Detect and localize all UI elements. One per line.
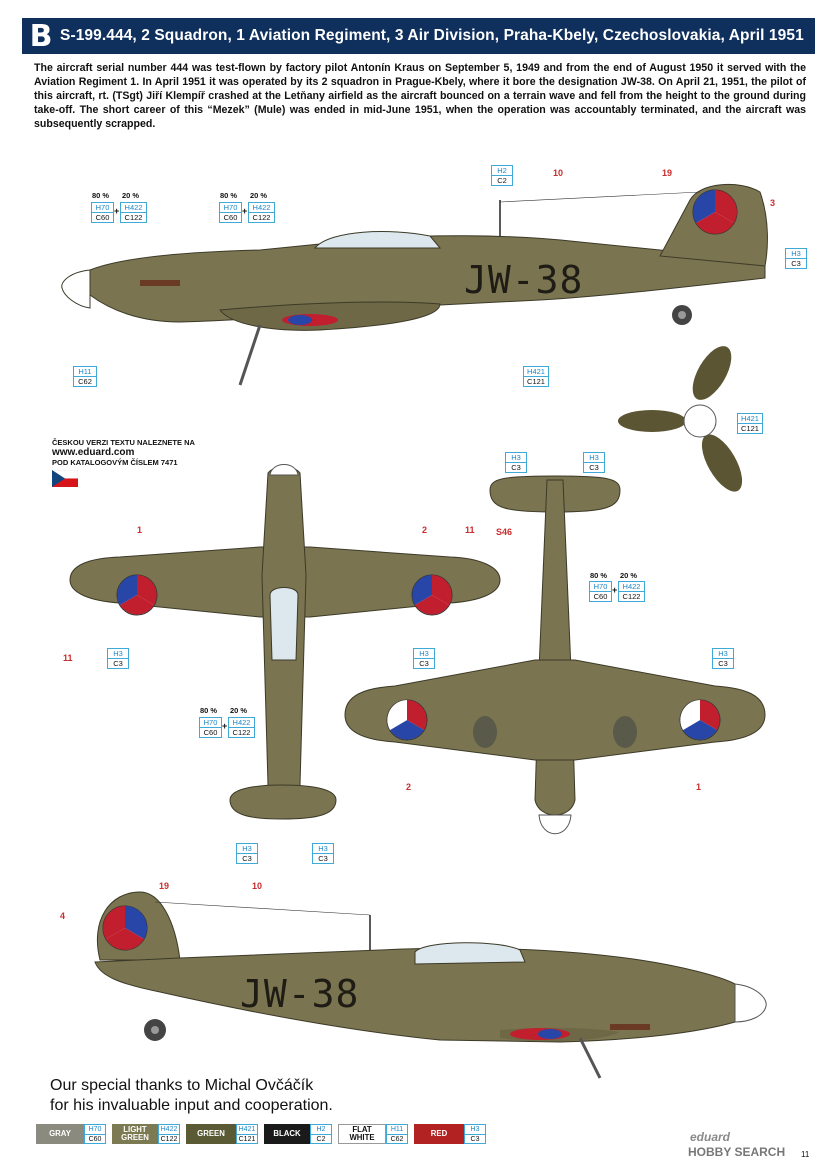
- czech-note-line1: ČESKOU VERZI TEXTU NALEZNETE NA: [52, 438, 195, 447]
- mix-plus: +: [222, 721, 228, 731]
- profile-letter: B: [29, 18, 53, 54]
- aircraft-description: The aircraft serial number 444 was test-…: [34, 62, 806, 130]
- right-side-profile: [94, 891, 767, 1079]
- propeller-view: [618, 346, 743, 492]
- stencil-number: 10: [252, 881, 263, 891]
- top-view: [69, 464, 501, 820]
- thanks-line2: for his invaluable input and cooperation…: [50, 1097, 333, 1114]
- stencil-number: 3: [770, 198, 776, 208]
- mix-pct-80: 80 %: [200, 706, 218, 715]
- mix-pct-20: 20 %: [620, 571, 638, 580]
- stencil-number: 1: [696, 782, 702, 792]
- stencil-number: 2: [422, 525, 428, 535]
- mix-pct-80: 80 %: [590, 571, 608, 580]
- czech-note-url: www.eduard.com: [52, 447, 135, 458]
- czech-flag-icon: [52, 470, 78, 487]
- czech-version-note: ČESKOU VERZI TEXTU NALEZNETE NA www.edua…: [52, 438, 195, 468]
- profile-title: S-199.444, 2 Squadron, 1 Aviation Regime…: [60, 27, 804, 44]
- mix-plus: +: [612, 585, 618, 595]
- mix-pct-80: 80 %: [220, 191, 238, 200]
- paint-code-s46: S46: [496, 527, 513, 537]
- mix-plus: +: [114, 206, 120, 216]
- stencil-number: 1: [137, 525, 143, 535]
- side-code-left: JW-38: [464, 258, 584, 302]
- mix-plus: +: [242, 206, 248, 216]
- stencil-number: 2: [406, 782, 412, 792]
- mix-pct-20: 20 %: [122, 191, 140, 200]
- czech-note-line2: POD KATALOGOVÝM ČÍSLEM 7471: [52, 458, 178, 467]
- stencil-number: 11: [63, 653, 73, 663]
- acknowledgement: Our special thanks to Michal Ovčáčík for…: [50, 1076, 333, 1116]
- side-code-right: JW-38: [240, 972, 360, 1016]
- stencil-number: 19: [159, 881, 170, 891]
- eduard-logo: eduard: [690, 1130, 731, 1144]
- stencil-number: 4: [60, 911, 66, 921]
- bottom-view: [344, 475, 766, 835]
- mix-pct-20: 20 %: [250, 191, 268, 200]
- thanks-line1: Our special thanks to Michal Ovčáčík: [50, 1077, 314, 1094]
- profile-header: B S-199.444, 2 Squadron, 1 Aviation Regi…: [22, 18, 815, 54]
- hobbysearch-watermark: HOBBY SEARCH: [688, 1145, 786, 1159]
- page-number: 11: [801, 1150, 810, 1159]
- mix-pct-80: 80 %: [92, 191, 110, 200]
- mix-pct-20: 20 %: [230, 706, 248, 715]
- stencil-number: 10: [553, 168, 564, 178]
- stencil-number: 19: [662, 168, 673, 178]
- stencil-number: 11: [465, 525, 475, 535]
- left-side-profile: [61, 183, 768, 386]
